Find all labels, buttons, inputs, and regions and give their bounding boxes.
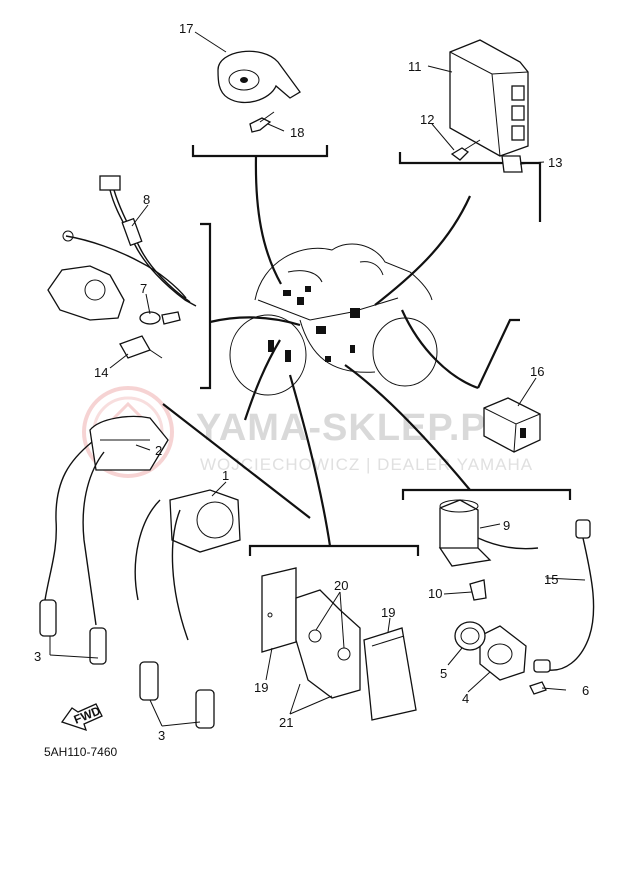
callout-20: 20: [334, 578, 348, 593]
callout-1: 1: [222, 468, 229, 483]
callout-21: 21: [279, 715, 293, 730]
callout-4: 4: [462, 691, 469, 706]
callout-19-left: 19: [254, 680, 268, 695]
diagram-code: 5AH110-7460: [44, 745, 117, 759]
motorcycle-outline: [229, 243, 438, 396]
callout-8: 8: [143, 192, 150, 207]
cover-part: [454, 621, 547, 695]
neutral-switch-harness-part: [47, 175, 197, 359]
callout-11: 11: [408, 59, 422, 74]
callout-13: 13: [548, 155, 562, 170]
callout-16: 16: [530, 364, 544, 379]
callout-9: 9: [503, 518, 510, 533]
relay-part: [483, 397, 541, 453]
callout-10: 10: [428, 586, 442, 601]
callout-17: 17: [179, 21, 193, 36]
ecu-bolt-part: [450, 139, 481, 161]
spark-plug-leads-part: [39, 441, 215, 729]
callout-18: 18: [290, 125, 304, 140]
ecu-part: [449, 39, 529, 157]
reflector-part: [261, 567, 417, 721]
callout-6: 6: [582, 683, 589, 698]
callout-leaders: [49, 31, 586, 727]
fwd-arrow-icon: FWD: [60, 703, 103, 732]
group-brackets: [162, 145, 572, 556]
ecu-bracket-part: [501, 155, 523, 173]
callout-14: 14: [94, 365, 108, 380]
horn-part: [217, 50, 301, 103]
callout-7: 7: [140, 281, 147, 296]
callout-numbers: 17 18 11 12 13 8 7 14 16 2 1 3 3 9 10 15…: [34, 21, 589, 743]
horn-bolt-part: [249, 111, 275, 133]
sensor-lead-part: [533, 519, 595, 673]
callout-5: 5: [440, 666, 447, 681]
starter-part: [438, 499, 539, 601]
watermark-subtitle: WOJCIECHOWICZ | DEALER YAMAHA: [200, 455, 533, 474]
group-leaders: [209, 155, 479, 547]
callout-3-left: 3: [34, 649, 41, 664]
callout-2: 2: [155, 443, 162, 458]
watermark: YAMA-SKLEP.PL WOJCIECHOWICZ | DEALER YAM…: [82, 386, 533, 478]
callout-3-bottom: 3: [158, 728, 165, 743]
watermark-title: YAMA-SKLEP.PL: [196, 407, 511, 449]
callout-12: 12: [420, 112, 434, 127]
callout-15: 15: [544, 572, 558, 587]
callout-19-right: 19: [381, 605, 395, 620]
ignition-coil-part: [89, 415, 241, 553]
